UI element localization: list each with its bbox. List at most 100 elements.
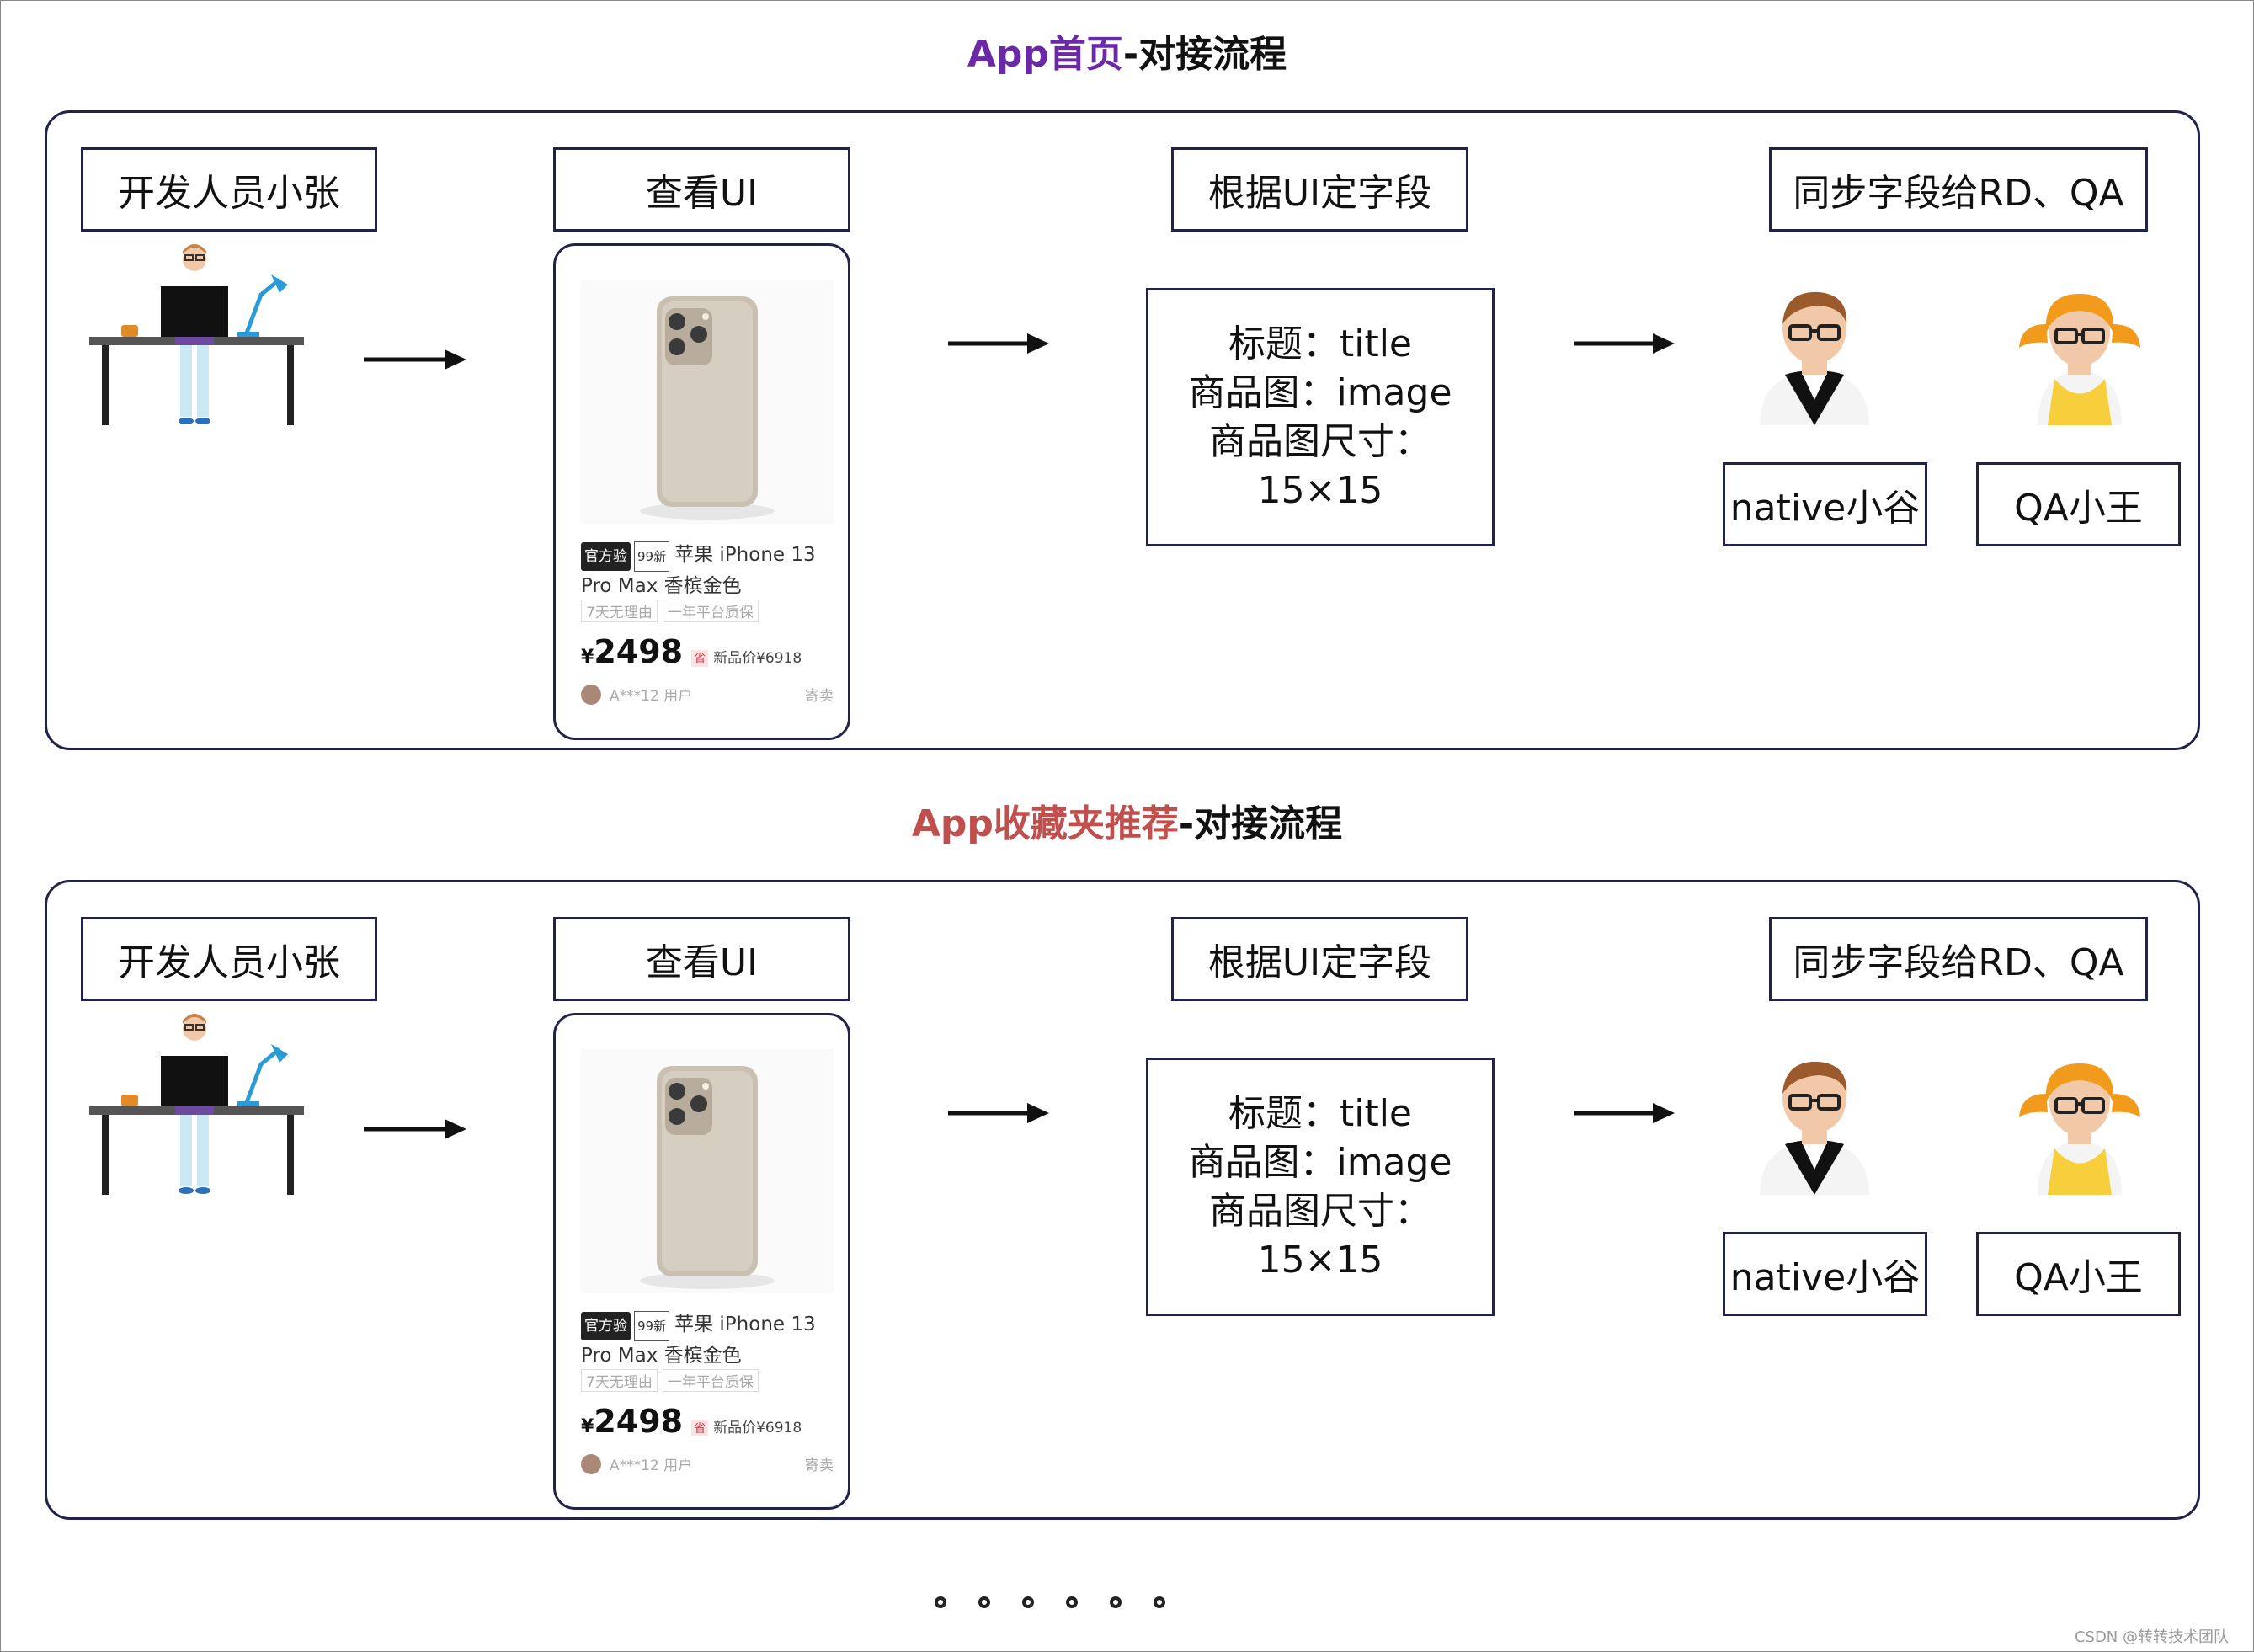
step-view-ui-label: 查看UI [645, 172, 759, 215]
field-title: 标题：title [1228, 322, 1413, 365]
product-name-line1: 苹果 iPhone 13 [674, 1314, 816, 1335]
arrow-right-icon [364, 1116, 466, 1145]
person-native-label: native小谷 [1729, 1256, 1921, 1299]
dot [1110, 1596, 1122, 1608]
step-define-fields-box: 根据UI定字段 [1171, 147, 1468, 232]
section-title: App收藏夹推荐-对接流程 [0, 793, 2254, 847]
fields-definition-box: 标题：title 商品图：image 商品图尺寸：15×15 [1146, 1058, 1495, 1316]
new-price: 新品价¥6918 [713, 1420, 802, 1436]
section-title: App首页-对接流程 [0, 24, 2254, 77]
product-tags: 7天无理由一年平台质保 [581, 600, 764, 622]
product-tags: 7天无理由一年平台质保 [581, 1369, 764, 1392]
step-view-ui-box: 查看UI [553, 917, 850, 1001]
section-title-tail: -对接流程 [1178, 802, 1343, 845]
field-image: 商品图：image [1188, 1141, 1452, 1184]
product-tag: 一年平台质保 [662, 600, 759, 622]
step-define-fields-box: 根据UI定字段 [1171, 917, 1468, 1001]
product-image [581, 280, 834, 527]
step-sync-fields-label: 同步字段给RD、QA [1793, 172, 2124, 215]
section-title-head: App首页 [967, 33, 1123, 76]
fields-list: 标题：title 商品图：image 商品图尺寸：15×15 [1148, 1090, 1492, 1285]
dot [935, 1596, 946, 1608]
badge-99: 99新 [634, 1311, 670, 1341]
person-native-box: native小谷 [1723, 462, 1927, 546]
ellipsis-dots [935, 1596, 1165, 1608]
watermark: CSDN @转转技术团队 [2074, 1628, 2229, 1646]
person-native-label: native小谷 [1729, 487, 1921, 530]
step-sync-fields-label: 同步字段给RD、QA [1793, 941, 2124, 984]
product-name-line2: Pro Max 香槟金色 [581, 575, 742, 597]
step-developer-box: 开发人员小张 [81, 917, 377, 1001]
product-tag: 一年平台质保 [662, 1369, 759, 1392]
step-view-ui-label: 查看UI [645, 941, 759, 984]
developer-at-desk-illustration [81, 244, 308, 433]
arrow-right-icon [948, 331, 1049, 360]
product-price: 2498 [594, 633, 684, 670]
badge-official: 官方验 [581, 542, 631, 571]
product-name-line1: 苹果 iPhone 13 [674, 544, 816, 566]
badge-99: 99新 [634, 541, 670, 572]
arrow-right-icon [364, 347, 466, 376]
dot [1066, 1596, 1078, 1608]
product-tag: 7天无理由 [581, 600, 658, 622]
step-sync-fields-box: 同步字段给RD、QA [1769, 917, 2148, 1001]
product-name-line2: Pro Max 香槟金色 [581, 1345, 742, 1367]
person-qa-box: QA小王 [1976, 462, 2181, 546]
person-qa-box: QA小王 [1976, 1232, 2181, 1316]
fields-list: 标题：title 商品图：image 商品图尺寸：15×15 [1148, 320, 1492, 515]
section-title-head: App收藏夹推荐 [911, 802, 1179, 845]
dot [978, 1596, 990, 1608]
currency-symbol: ¥ [581, 1416, 594, 1437]
avatar [581, 684, 601, 705]
section-title-tail: -对接流程 [1122, 33, 1287, 76]
field-title: 标题：title [1228, 1092, 1413, 1135]
fields-definition-box: 标题：title 商品图：image 商品图尺寸：15×15 [1146, 288, 1495, 546]
arrow-right-icon [948, 1100, 1049, 1129]
seller-name: A***12 用户 [610, 1457, 693, 1474]
native-developer-avatar [1751, 282, 1878, 429]
product-tag: 7天无理由 [581, 1369, 658, 1392]
person-native-box: native小谷 [1723, 1232, 1927, 1316]
step-developer-label: 开发人员小张 [118, 941, 340, 984]
field-image: 商品图：image [1188, 371, 1452, 414]
developer-at-desk-illustration [81, 1014, 308, 1202]
field-image-size: 商品图尺寸：15×15 [1209, 1190, 1431, 1282]
step-developer-label: 开发人员小张 [118, 172, 340, 215]
step-sync-fields-box: 同步字段给RD、QA [1769, 147, 2148, 232]
step-view-ui-box: 查看UI [553, 147, 850, 232]
seller-row: A***12 用户 寄卖 [581, 1453, 834, 1474]
product-price-row: ¥ 2498 省 新品价¥6918 [581, 633, 802, 670]
step-define-fields-label: 根据UI定字段 [1207, 941, 1432, 984]
badge-official: 官方验 [581, 1312, 631, 1340]
new-price: 新品价¥6918 [713, 650, 802, 667]
save-tag: 省 [691, 1420, 709, 1436]
seller-type: 寄卖 [805, 688, 834, 705]
seller-type: 寄卖 [805, 1457, 834, 1474]
save-tag: 省 [691, 650, 709, 667]
arrow-right-icon [1574, 331, 1675, 360]
dot [1022, 1596, 1034, 1608]
step-define-fields-label: 根据UI定字段 [1207, 172, 1432, 215]
step-developer-box: 开发人员小张 [81, 147, 377, 232]
qa-tester-avatar [2012, 1052, 2147, 1198]
field-image-size: 商品图尺寸：15×15 [1209, 420, 1431, 512]
currency-symbol: ¥ [581, 647, 594, 668]
person-qa-label: QA小王 [2014, 1256, 2143, 1299]
product-price: 2498 [594, 1403, 684, 1440]
process-panel [45, 110, 2200, 750]
process-panel [45, 880, 2200, 1520]
dot [1154, 1596, 1165, 1608]
seller-row: A***12 用户 寄卖 [581, 684, 834, 705]
seller-name: A***12 用户 [610, 688, 693, 705]
arrow-right-icon [1574, 1100, 1675, 1129]
person-qa-label: QA小王 [2014, 487, 2143, 530]
avatar [581, 1453, 601, 1474]
qa-tester-avatar [2012, 282, 2147, 429]
native-developer-avatar [1751, 1052, 1878, 1198]
product-image [581, 1049, 834, 1297]
product-price-row: ¥ 2498 省 新品价¥6918 [581, 1403, 802, 1440]
